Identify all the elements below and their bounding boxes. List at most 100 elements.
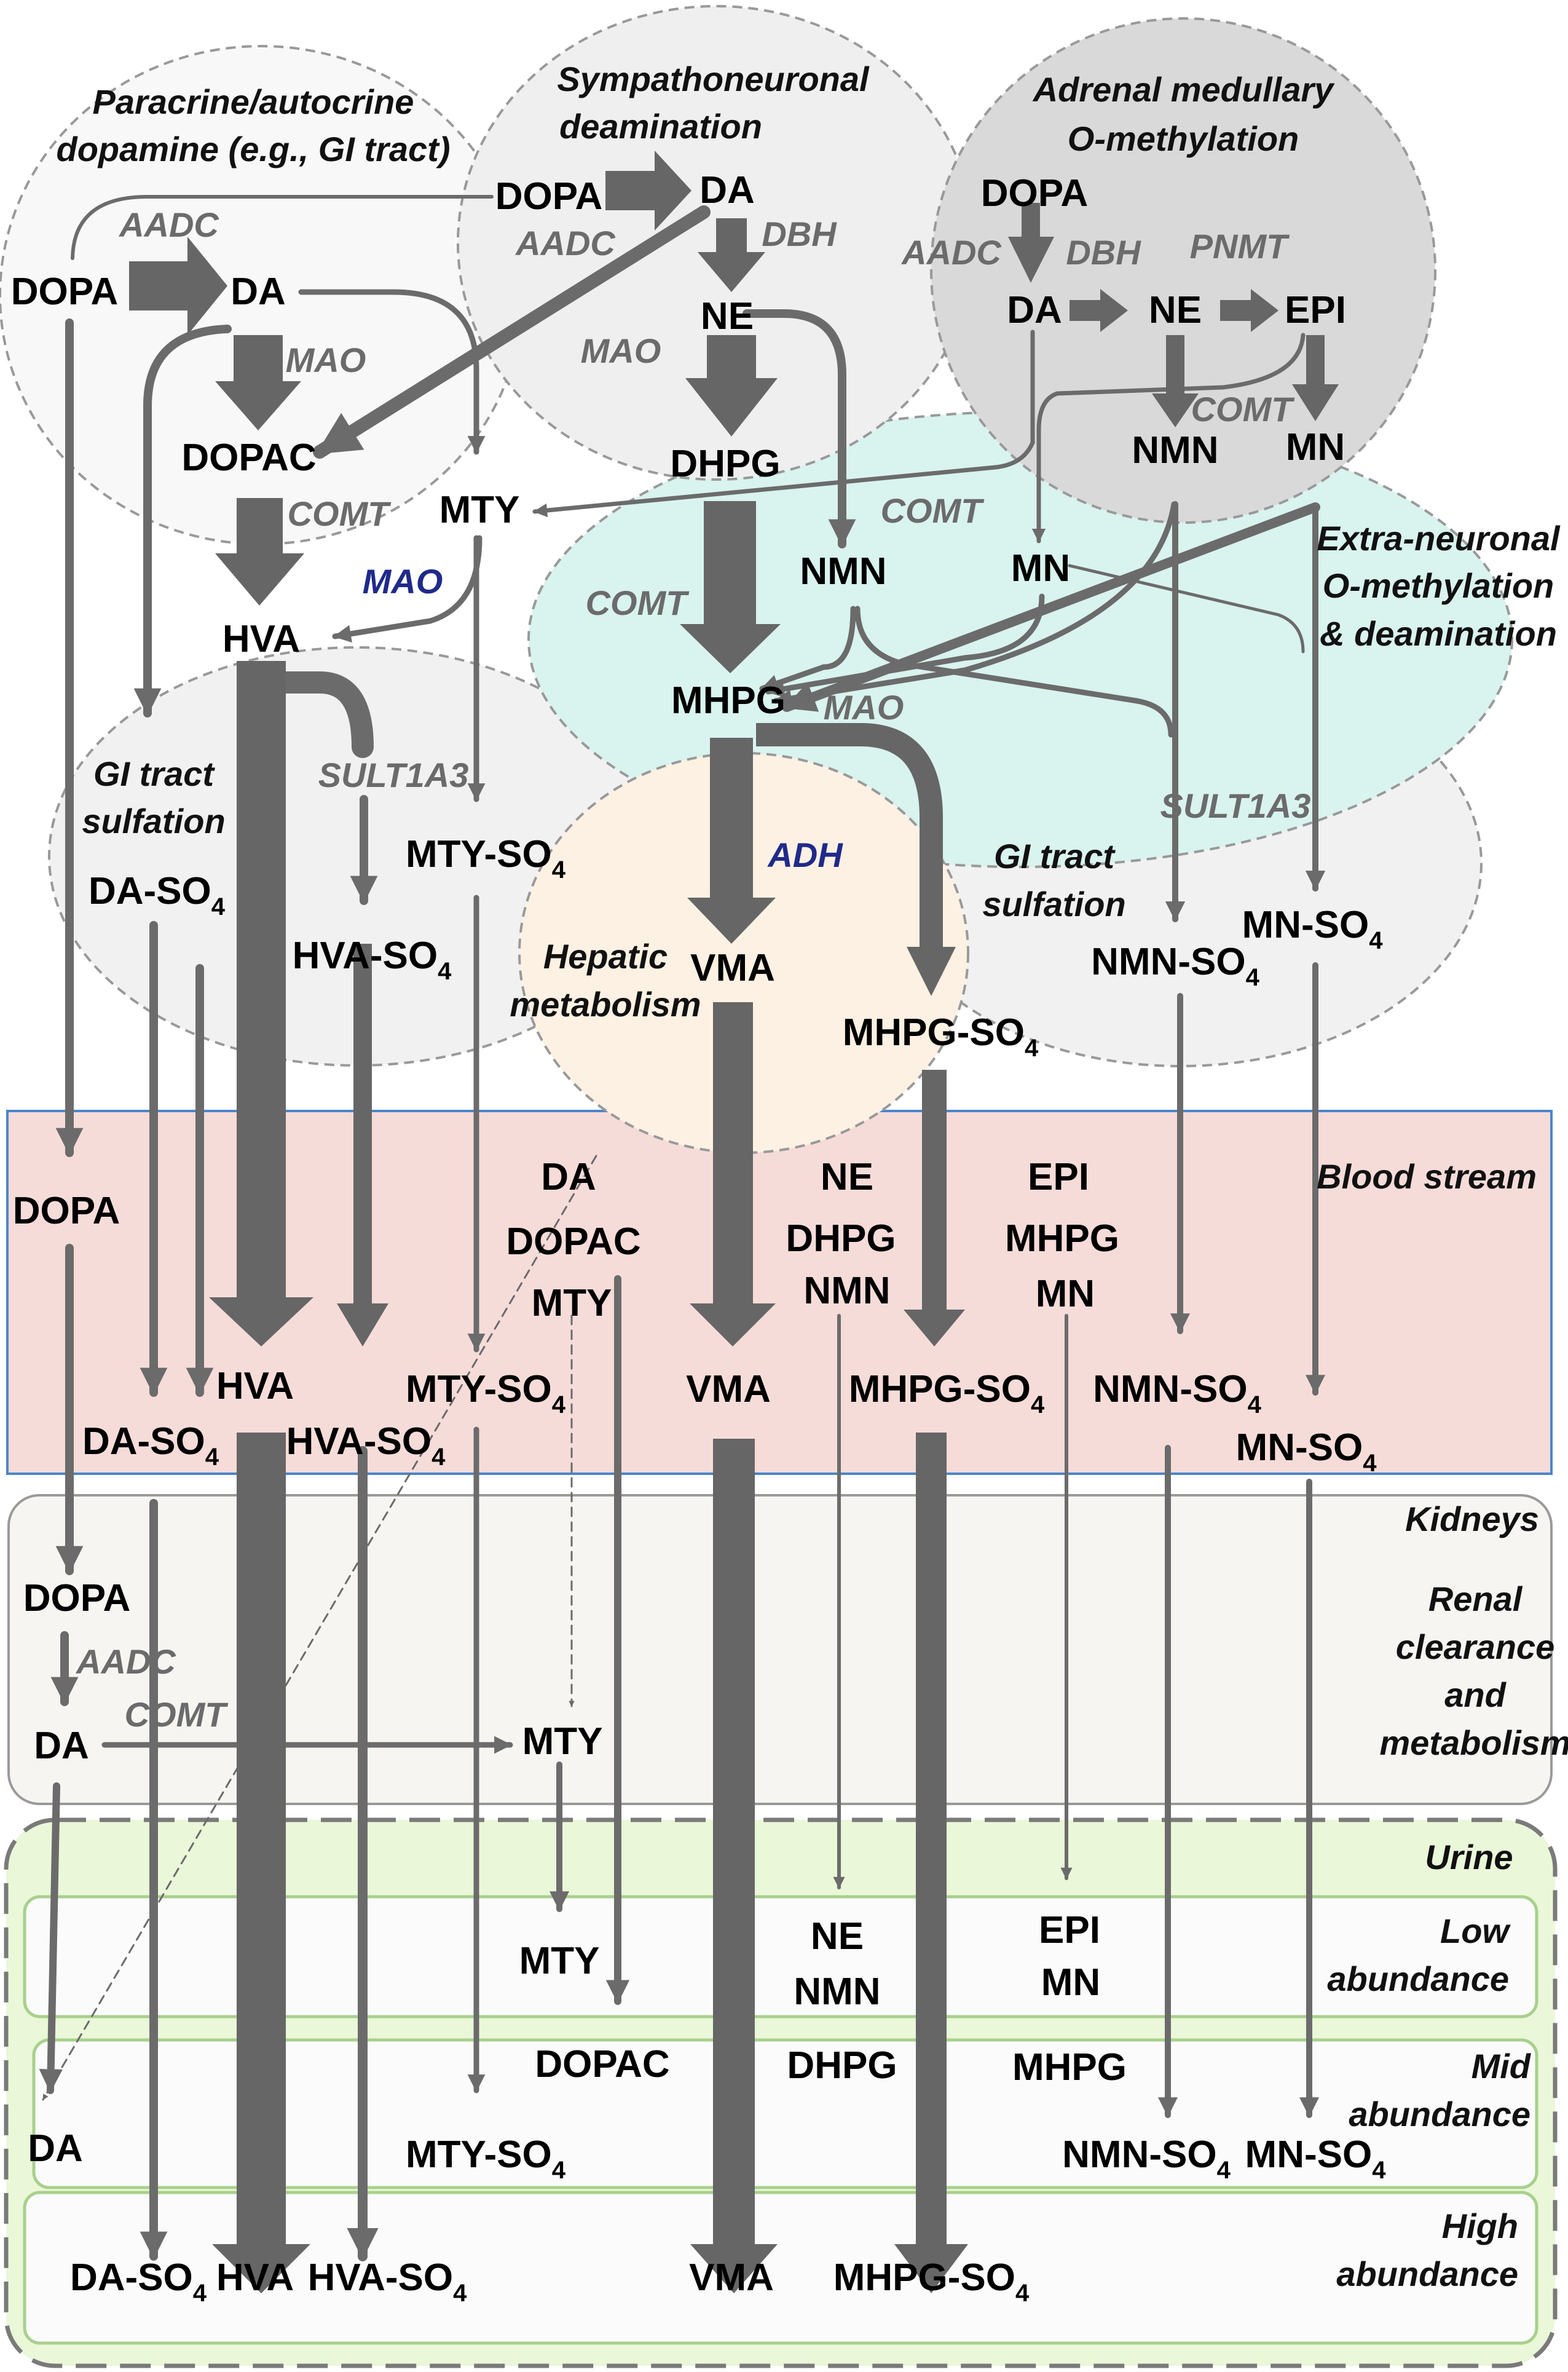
svg-text:GI tract: GI tract	[994, 837, 1116, 876]
hepatic-label-2: metabolism	[510, 985, 701, 1024]
paracrine-label-2: dopamine (e.g., GI tract)	[57, 130, 451, 168]
svg-text:Adrenal medullary: Adrenal medullary	[1032, 70, 1335, 109]
gi-hva-so4: HVA-SO4	[293, 935, 452, 985]
blood-hva-so4: HVA-SO4	[286, 1420, 446, 1471]
mhpg: MHPG	[671, 679, 786, 722]
enzyme-mao-paracrine: MAO	[286, 341, 366, 379]
urine-mhpg-so4: MHPG-SO4	[833, 2256, 1030, 2307]
urine-mty-so4: MTY-SO4	[406, 2133, 566, 2184]
kidney-mty: MTY	[522, 1720, 603, 1763]
mid-abundance-band	[32, 2038, 1538, 2189]
gi-tract-right-label-2: sulfation	[982, 885, 1125, 923]
gi-tract-right-label-1: GI tract	[994, 837, 1116, 876]
enzyme-labels: AADC AADC DBH MAO MAO COMT MAO COMT COMT…	[75, 205, 1310, 1734]
enzyme-comt-adrenal: COMT	[1191, 390, 1296, 429]
low-abundance-band	[23, 1895, 1538, 2018]
urine-label: Urine	[1425, 1838, 1513, 1876]
enzyme-comt-extra-right: COMT	[881, 491, 985, 530]
renal-label-3: and	[1444, 1675, 1507, 1714]
svg-text:Extra-neuronal: Extra-neuronal	[1317, 519, 1561, 558]
svg-text:& deamination: & deamination	[1320, 614, 1557, 653]
gi-mty-so4: MTY-SO4	[406, 833, 566, 884]
svg-text:Blood stream: Blood stream	[1317, 1157, 1537, 1196]
svg-text:Kidneys: Kidneys	[1405, 1500, 1539, 1538]
svg-text:Low: Low	[1440, 1911, 1511, 1950]
enzyme-mao-sympathoneuronal: MAO	[581, 331, 661, 370]
enzyme-dbh-sympathoneuronal: DBH	[762, 215, 837, 253]
high-abundance-label-1: High	[1442, 2207, 1518, 2245]
svg-text:metabolism: metabolism	[510, 985, 701, 1024]
mid-abundance-label-1: Mid	[1471, 2047, 1532, 2085]
paracrine-dopa: DOPA	[11, 271, 119, 313]
urine-nmn-so4: NMN-SO4	[1062, 2133, 1231, 2184]
low-abundance-label-2: abundance	[1327, 1959, 1509, 1998]
blood-dhpg: DHPG	[786, 1217, 896, 1260]
adrenal-label-2: O-methylation	[1068, 119, 1299, 158]
enzyme-adh-hepatic: ADH	[766, 836, 843, 874]
svg-text:Paracrine/autocrine: Paracrine/autocrine	[93, 82, 414, 121]
svg-text:Hepatic: Hepatic	[543, 937, 668, 976]
adrenal-da: DA	[1007, 289, 1062, 331]
enzyme-comt-kidney: COMT	[125, 1695, 229, 1734]
blood-dopa: DOPA	[13, 1190, 120, 1232]
symp-ne: NE	[701, 295, 754, 338]
enzyme-sult1a3-right: SULT1A3	[1160, 786, 1311, 825]
blood-mn: MN	[1036, 1273, 1095, 1315]
gi-tract-left-label-1: GI tract	[93, 754, 215, 793]
gi-tract-left-label-2: sulfation	[82, 802, 225, 840]
urine-nmn: NMN	[794, 1971, 880, 2013]
kidneys-label: Kidneys	[1405, 1500, 1539, 1538]
gi-da-so4: DA-SO4	[89, 870, 226, 920]
svg-text:dopamine (e.g., GI tract): dopamine (e.g., GI tract)	[57, 130, 451, 168]
svg-text:and: and	[1444, 1675, 1507, 1714]
high-abundance-label-2: abundance	[1336, 2255, 1518, 2293]
blood-da-so4: DA-SO4	[82, 1420, 219, 1471]
adrenal-label-1: Adrenal medullary	[1032, 70, 1335, 109]
svg-text:Mid: Mid	[1471, 2047, 1532, 2085]
svg-text:metabolism: metabolism	[1379, 1723, 1568, 1762]
enzyme-pnmt-adrenal: PNMT	[1190, 227, 1290, 266]
kidney-da: DA	[34, 1725, 89, 1767]
urine-dopac: DOPAC	[535, 2043, 669, 2085]
paracrine-dopac: DOPAC	[181, 437, 316, 479]
enzyme-aadc-adrenal: AADC	[900, 233, 1002, 272]
gi-mn-so4: MN-SO4	[1242, 904, 1384, 954]
adrenal-dopa: DOPA	[981, 172, 1089, 215]
urine-mn-so4: MN-SO4	[1245, 2133, 1387, 2184]
gi-mhpg-so4: MHPG-SO4	[843, 1011, 1039, 1062]
enzyme-dbh-adrenal: DBH	[1066, 233, 1141, 272]
dhpg: DHPG	[670, 443, 780, 485]
enzyme-comt-extra-left: COMT	[586, 583, 690, 622]
urine-mn: MN	[1041, 1961, 1100, 2004]
adrenal-mn: MN	[1286, 426, 1345, 468]
mty: MTY	[439, 489, 520, 531]
mhpg-sulfation-arrowhead	[907, 947, 956, 996]
enzyme-sult1a3-left: SULT1A3	[318, 756, 469, 794]
extra-mn: MN	[1011, 547, 1070, 590]
urine-mty: MTY	[519, 1940, 600, 1982]
blood-nmn: NMN	[803, 1270, 890, 1312]
blood-dopac: DOPAC	[506, 1220, 640, 1263]
hva: HVA	[223, 618, 300, 660]
mid-abundance-label-2: abundance	[1349, 2095, 1531, 2133]
svg-text:O-methylation: O-methylation	[1068, 119, 1299, 158]
svg-text:abundance: abundance	[1336, 2255, 1518, 2293]
urine-vma: VMA	[689, 2256, 774, 2299]
svg-text:deamination: deamination	[559, 107, 762, 146]
svg-text:O-methylation: O-methylation	[1323, 566, 1554, 605]
blood-hva: HVA	[216, 1365, 294, 1407]
enzyme-mao-extra: MAO	[824, 688, 904, 727]
urine-ne: NE	[811, 1915, 864, 1958]
extra-neuronal-label-1: Extra-neuronal	[1317, 519, 1561, 558]
extra-neuronal-label-3: & deamination	[1320, 614, 1557, 653]
adrenal-ne: NE	[1149, 289, 1202, 331]
svg-text:Sympathoneuronal: Sympathoneuronal	[557, 60, 870, 98]
enzyme-aadc-sympathoneuronal: AADC	[514, 224, 616, 263]
svg-text:abundance: abundance	[1327, 1959, 1509, 1998]
blood-mhpg: MHPG	[1005, 1217, 1119, 1260]
urine-hva: HVA	[216, 2256, 294, 2299]
blood-epi: EPI	[1028, 1156, 1089, 1198]
paracrine-da: DA	[230, 271, 286, 313]
urine-da-so4: DA-SO4	[70, 2256, 207, 2307]
